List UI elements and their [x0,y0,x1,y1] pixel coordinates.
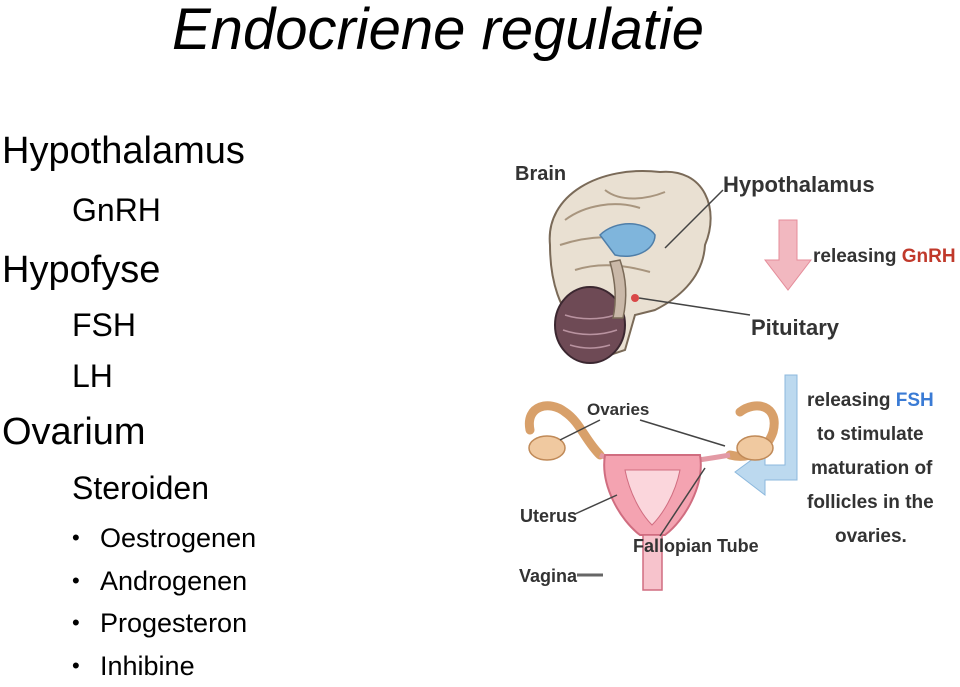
label-ovaries: Ovaries [587,400,649,419]
label-fallopian-tube: Fallopian Tube [633,536,759,556]
slide-title: Endocriene regulatie [172,0,704,60]
outline-fsh: FSH [72,308,136,342]
bullet-icon: • [72,560,80,603]
list-item-label: Progesteron [100,608,247,638]
return-arrow-icon [735,375,797,495]
label-hypothalamus: Hypothalamus [723,172,875,197]
list-item: • Oestrogenen [72,517,256,560]
outline-steroiden: Steroiden [72,471,209,505]
outline-lh: LH [72,359,113,393]
bullet-icon: • [72,602,80,645]
fsh-caption-line: follicles in the [807,492,934,513]
brain-illustration [550,171,711,363]
list-item-label: Inhibine [100,651,195,681]
fsh-caption-line: maturation of [811,458,933,479]
outline-ovarium: Ovarium [2,412,146,452]
reproductive-illustration [529,406,774,590]
list-item: • Progesteron [72,602,256,645]
list-item-label: Androgenen [100,566,247,596]
steroid-list: • Oestrogenen • Androgenen • Progesteron • I… [72,517,256,687]
label-pituitary: Pituitary [751,315,840,340]
label-brain: Brain [515,163,566,185]
label-vagina: Vagina [519,566,578,586]
bullet-icon: • [72,645,80,687]
outline-hypofyse: Hypofyse [2,250,160,290]
outline-gnrh: GnRH [72,193,161,227]
fsh-caption-line: ovaries. [835,526,907,547]
list-item: • Inhibine [72,645,256,687]
down-arrow-icon [765,220,811,290]
fsh-caption: releasing FSH to stimulate maturation of… [807,390,934,547]
outline-hypothalamus: Hypothalamus [2,131,245,171]
endocrine-figure: Brain Hypothalamus Pituitary releasing G… [505,150,960,620]
list-item-label: Oestrogenen [100,523,256,553]
leader-line [640,420,725,446]
label-releasing-gnrh: releasing GnRH [813,246,956,267]
leader-line [575,495,617,514]
bullet-icon: • [72,517,80,560]
list-item: • Androgenen [72,560,256,603]
fsh-caption-line: to stimulate [817,424,924,445]
label-uterus: Uterus [520,506,577,526]
fsh-caption-line: releasing FSH [807,390,934,411]
